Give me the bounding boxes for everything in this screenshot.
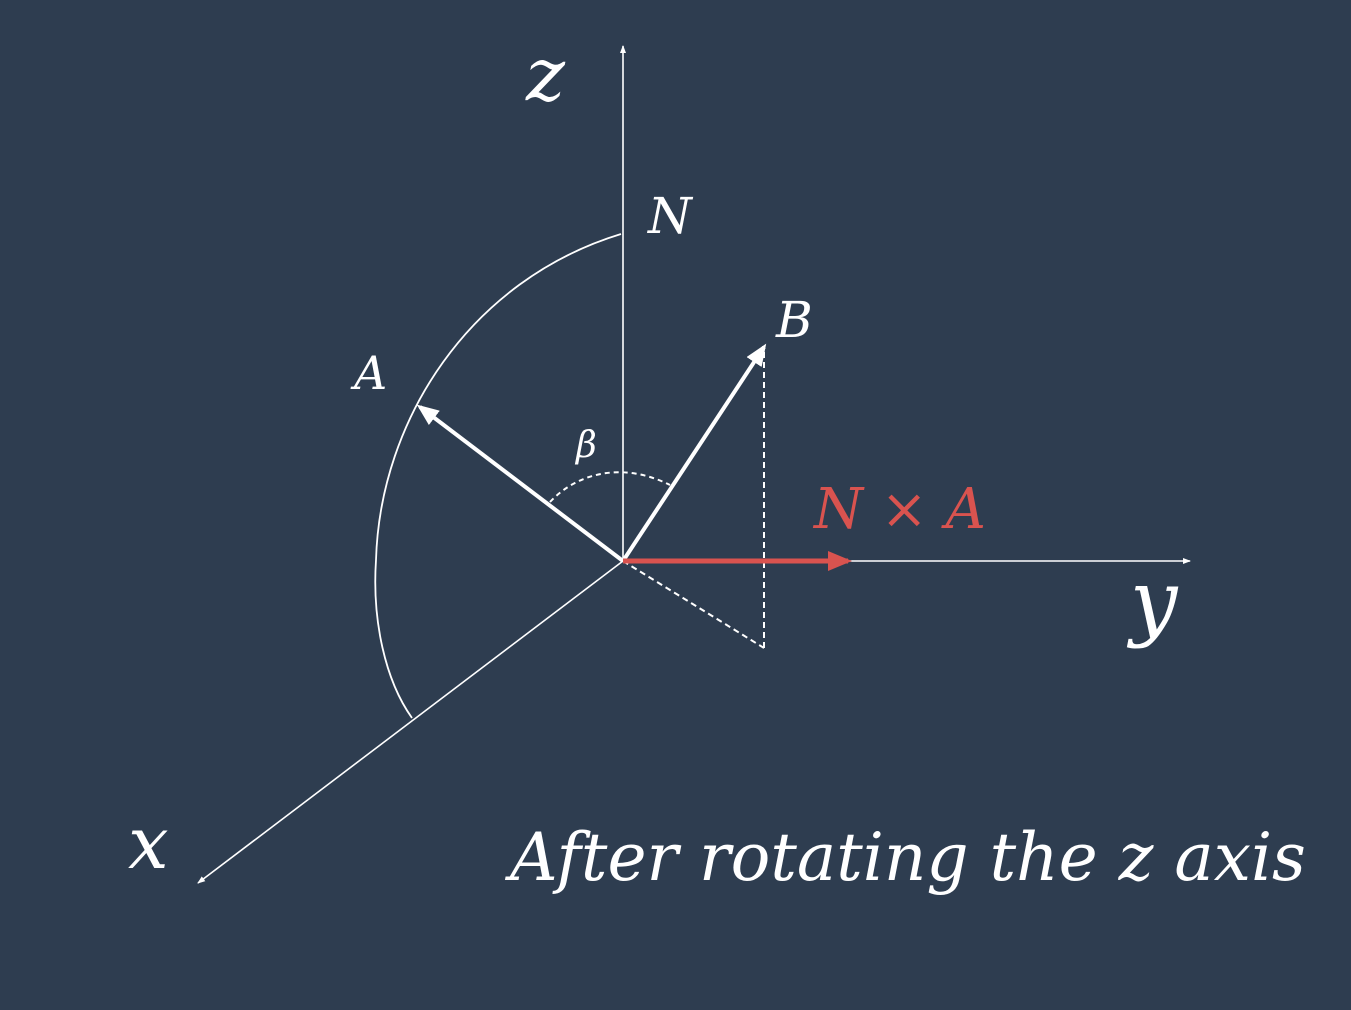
rotation-arc [374, 233, 622, 719]
b-ground-projection [622, 560, 765, 649]
label-b: B [775, 291, 813, 349]
beta-angle-arc [549, 471, 671, 503]
x-axis-line [197, 560, 624, 884]
vector-b [621, 343, 767, 563]
x-axis-label: x [128, 801, 169, 885]
y-axis-label: y [1126, 552, 1179, 650]
caption: After rotating the z axis [504, 819, 1306, 896]
cross-product-label: N × A [812, 477, 986, 542]
label-beta: β [574, 425, 597, 466]
label-a: A [350, 346, 387, 400]
label-n: N [647, 187, 694, 245]
vector-a [416, 404, 625, 563]
z-axis-label: z [525, 32, 566, 118]
